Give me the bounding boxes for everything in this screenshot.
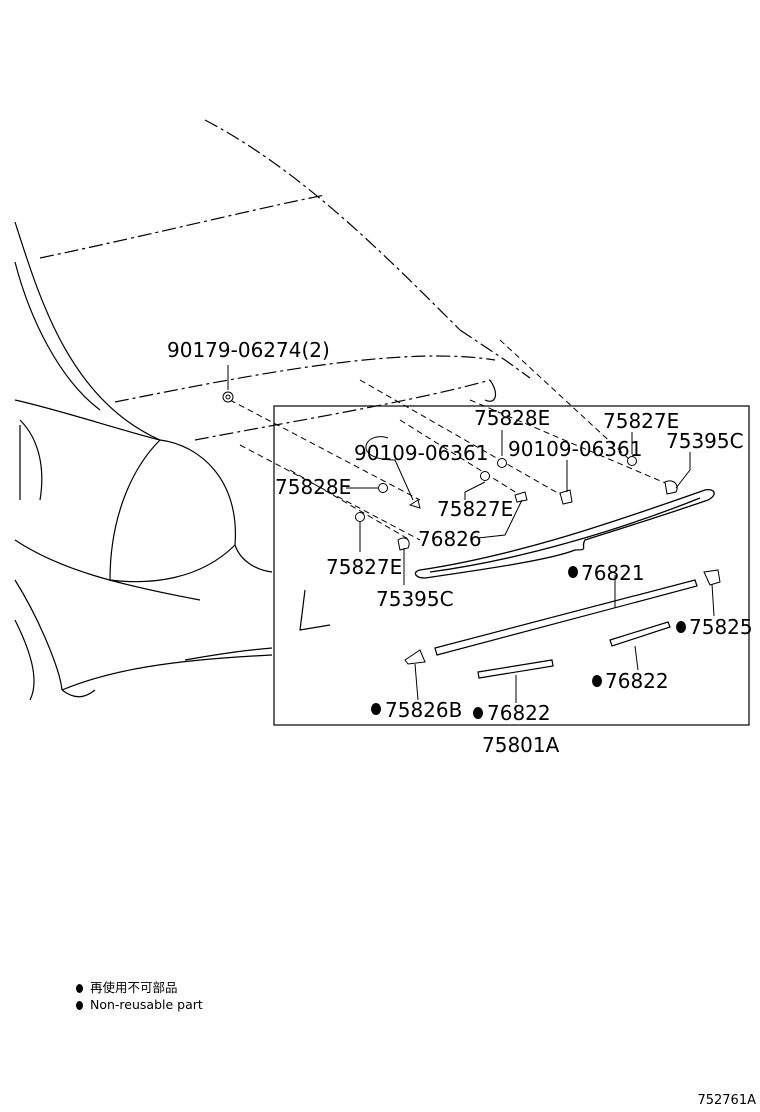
callout-label: 90179-06274(2)	[167, 338, 330, 362]
callout-leaders	[227, 365, 715, 703]
legend-text-ja: 再使用不可部品	[90, 980, 178, 995]
callout-label: 75825	[689, 615, 753, 639]
diagram-code: 752761A	[697, 1093, 756, 1108]
legend-japanese: 再使用不可部品	[76, 980, 178, 996]
bullet-dot-icon	[76, 984, 83, 993]
legend-english: Non-reusable part	[76, 997, 203, 1013]
callout-label: 75826B	[385, 698, 462, 722]
bullet-dot-icon	[76, 1001, 83, 1010]
callout-label: 75395C	[376, 587, 454, 611]
callout-label: 76822	[487, 701, 551, 725]
fasteners	[222, 391, 721, 665]
callout-label: 75801A	[482, 733, 560, 757]
callout-label: 75827E	[437, 497, 513, 521]
car-body-outline	[14, 119, 531, 701]
callout-label: 75827E	[603, 409, 679, 433]
callout-label: 75395C	[666, 429, 744, 453]
callout-label: 75828E	[474, 406, 550, 430]
callout-label: 90109-06361	[354, 441, 488, 465]
dashed-leaders	[229, 339, 671, 541]
callout-label: 90109-06361	[508, 437, 642, 461]
non-reusable-markers	[371, 566, 686, 719]
legend-text-en: Non-reusable part	[90, 997, 203, 1012]
parts-box	[273, 405, 750, 726]
callout-label: 75827E	[326, 555, 402, 579]
mouldings	[434, 579, 698, 679]
rear-spoiler	[414, 489, 715, 579]
callout-label: 75828E	[275, 475, 351, 499]
callout-label: 76822	[605, 669, 669, 693]
callout-label: 76821	[581, 561, 645, 585]
callout-label: 76826	[418, 527, 482, 551]
